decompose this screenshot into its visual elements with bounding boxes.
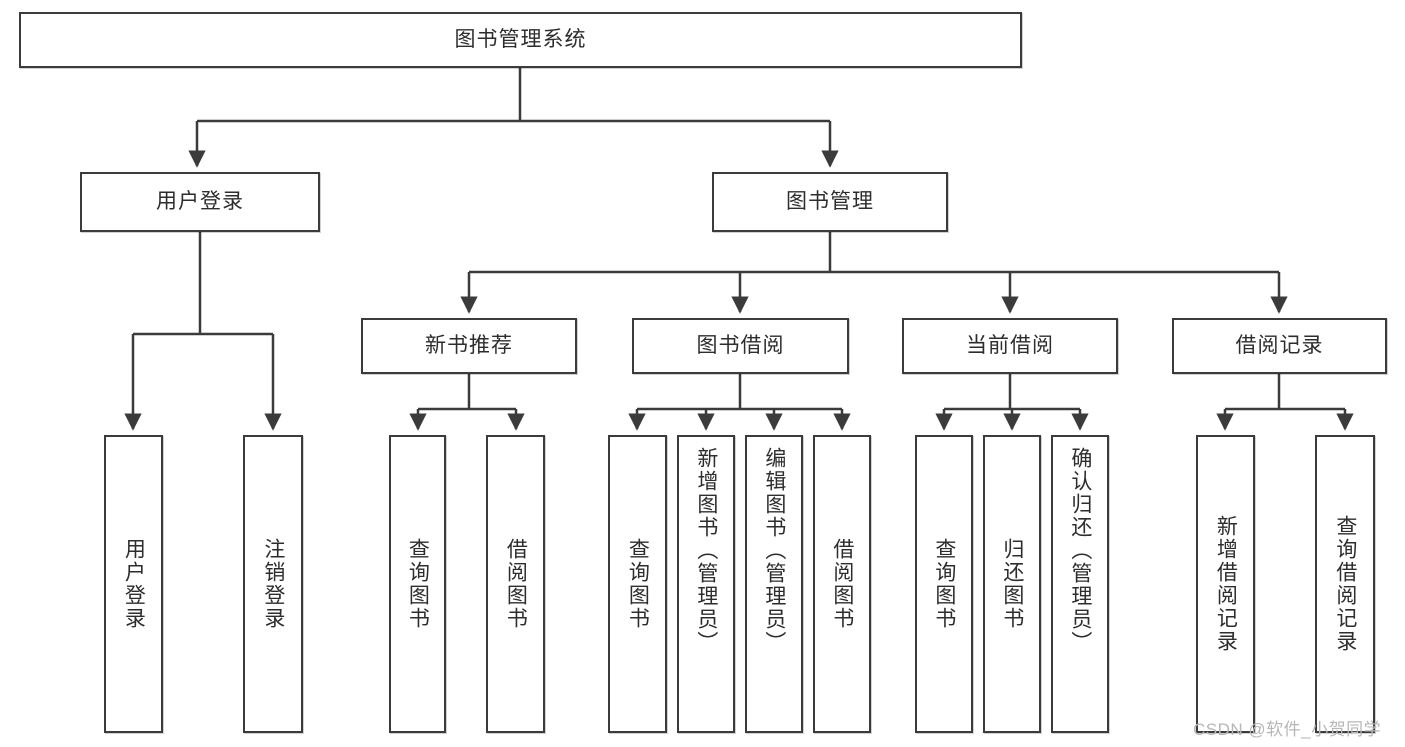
- node-leaf-add-record[interactable]: 新增借阅记录: [1196, 435, 1255, 733]
- node-leaf-confirm-return-label: 确认归还（管理员）: [1068, 447, 1092, 654]
- node-leaf-user-login-label: 用户登录: [122, 538, 146, 630]
- node-leaf-query-book-2[interactable]: 查询图书: [608, 435, 667, 733]
- node-root-label: 图书管理系统: [454, 28, 587, 52]
- node-new-book-recommend-label: 新书推荐: [425, 334, 513, 358]
- node-leaf-user-login[interactable]: 用户登录: [104, 435, 163, 733]
- node-book-management-label: 图书管理: [786, 190, 874, 214]
- node-user-login-label: 用户登录: [156, 190, 244, 214]
- node-leaf-logout-label: 注销登录: [261, 538, 285, 630]
- node-leaf-query-book-1[interactable]: 查询图书: [389, 435, 446, 733]
- node-leaf-borrow-book-1-label: 借阅图书: [504, 538, 528, 630]
- node-leaf-borrow-book-2[interactable]: 借阅图书: [813, 435, 871, 733]
- node-borrow-record[interactable]: 借阅记录: [1172, 318, 1387, 374]
- node-leaf-query-book-3-label: 查询图书: [932, 538, 956, 630]
- node-book-borrow[interactable]: 图书借阅: [632, 318, 849, 374]
- node-user-login[interactable]: 用户登录: [80, 172, 320, 232]
- node-leaf-return-book[interactable]: 归还图书: [983, 435, 1041, 733]
- node-root[interactable]: 图书管理系统: [19, 12, 1022, 68]
- node-borrow-record-label: 借阅记录: [1235, 334, 1324, 358]
- node-book-management[interactable]: 图书管理: [712, 172, 948, 232]
- node-leaf-return-book-label: 归还图书: [1000, 538, 1024, 630]
- node-new-book-recommend[interactable]: 新书推荐: [361, 318, 577, 374]
- node-book-borrow-label: 图书借阅: [696, 334, 785, 358]
- node-leaf-query-book-3[interactable]: 查询图书: [915, 435, 973, 733]
- node-current-borrow-label: 当前借阅: [966, 334, 1054, 358]
- node-leaf-add-book-label: 新增图书（管理员）: [694, 447, 718, 654]
- node-leaf-logout[interactable]: 注销登录: [243, 435, 303, 733]
- node-leaf-add-record-label: 新增借阅记录: [1214, 515, 1238, 653]
- node-leaf-query-book-1-label: 查询图书: [406, 538, 430, 630]
- node-leaf-confirm-return[interactable]: 确认归还（管理员）: [1051, 435, 1109, 733]
- node-current-borrow[interactable]: 当前借阅: [902, 318, 1118, 374]
- node-leaf-add-book[interactable]: 新增图书（管理员）: [677, 435, 735, 733]
- node-leaf-edit-book[interactable]: 编辑图书（管理员）: [745, 435, 803, 733]
- node-leaf-edit-book-label: 编辑图书（管理员）: [762, 447, 786, 654]
- node-leaf-borrow-book-2-label: 借阅图书: [830, 538, 854, 630]
- node-leaf-query-record-label: 查询借阅记录: [1333, 515, 1357, 653]
- node-leaf-query-book-2-label: 查询图书: [626, 538, 650, 630]
- node-leaf-borrow-book-1[interactable]: 借阅图书: [486, 435, 545, 733]
- node-leaf-query-record[interactable]: 查询借阅记录: [1315, 435, 1375, 733]
